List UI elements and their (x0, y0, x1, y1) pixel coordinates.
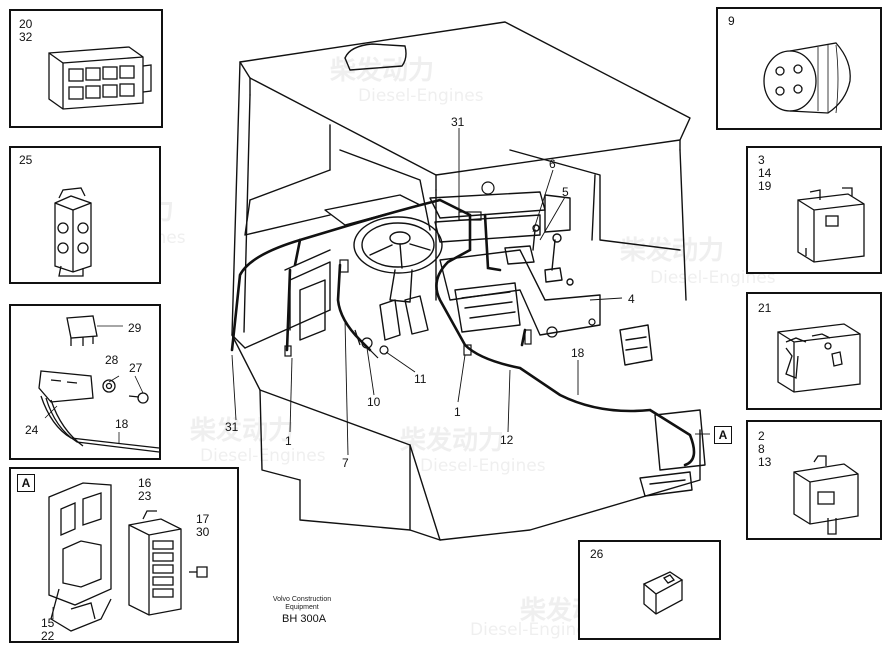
part-number-21: 21 (758, 301, 772, 315)
callout-31: 31 (451, 115, 465, 129)
caption-line-1: Volvo Construction (272, 596, 332, 603)
detail-box-9: 9 (716, 7, 882, 130)
part-number-27: 27 (129, 361, 143, 375)
reference-tag-a: A (714, 426, 732, 444)
callout-10: 10 (367, 395, 381, 409)
relay-socket-illustration (797, 187, 865, 263)
callout-1-b: 1 (454, 405, 461, 419)
part-number-29: 29 (128, 321, 142, 335)
detail-box-26: 26 (578, 540, 721, 640)
relay-mount-illustration (38, 315, 160, 453)
callout-18: 18 (571, 346, 585, 360)
multi-socket-illustration (777, 323, 861, 393)
part-number-3-14-19: 3 14 19 (758, 153, 772, 193)
round-connector-illustration (763, 42, 851, 114)
callout-7: 7 (342, 456, 349, 470)
detail-box-21: 21 (746, 292, 882, 410)
caption-line-2: Equipment (285, 604, 319, 611)
part-number-18: 18 (115, 417, 129, 431)
part-number-26: 26 (590, 547, 604, 561)
part-number-label: 20 32 (19, 17, 33, 44)
connector-8-pin-illustration (48, 46, 152, 110)
detail-box-2-8-13: 2 8 13 (746, 420, 882, 540)
detail-box-3-14-19: 3 14 19 (746, 146, 882, 274)
part-number-15-22: 15 22 (41, 616, 55, 643)
part-number-9: 9 (728, 14, 735, 28)
detail-box-a: A 16 23 17 30 15 22 (9, 467, 239, 643)
part-number-24: 24 (25, 423, 39, 437)
reference-tag-a: A (17, 474, 35, 492)
detail-box-relay-mount: 29 28 27 24 18 (9, 304, 161, 460)
fuse-holder-illustration (48, 482, 208, 632)
caption-brand: Volvo Construction Equipment (262, 596, 342, 612)
detail-box-25: 25 (9, 146, 161, 284)
callout-1: 1 (285, 434, 292, 448)
callout-4: 4 (628, 292, 635, 306)
part-number-label: 25 (19, 153, 33, 167)
plug-housing-illustration (793, 455, 859, 535)
callout-5: 5 (562, 185, 569, 199)
part-number-17-30: 17 30 (196, 512, 210, 539)
part-number-2-8-13: 2 8 13 (758, 429, 772, 469)
callout-12: 12 (500, 433, 514, 447)
drawing-reference: BH 300A (282, 613, 327, 625)
connector-housing-illustration (54, 187, 92, 277)
detail-box-20-32: 20 32 (9, 9, 163, 128)
part-number-16-23: 16 23 (138, 476, 152, 503)
single-terminal-illustration (642, 571, 684, 615)
callout-31-left: 31 (225, 420, 239, 434)
callout-6: 6 (549, 157, 556, 171)
callout-11: 11 (414, 372, 427, 386)
part-number-28: 28 (105, 353, 119, 367)
